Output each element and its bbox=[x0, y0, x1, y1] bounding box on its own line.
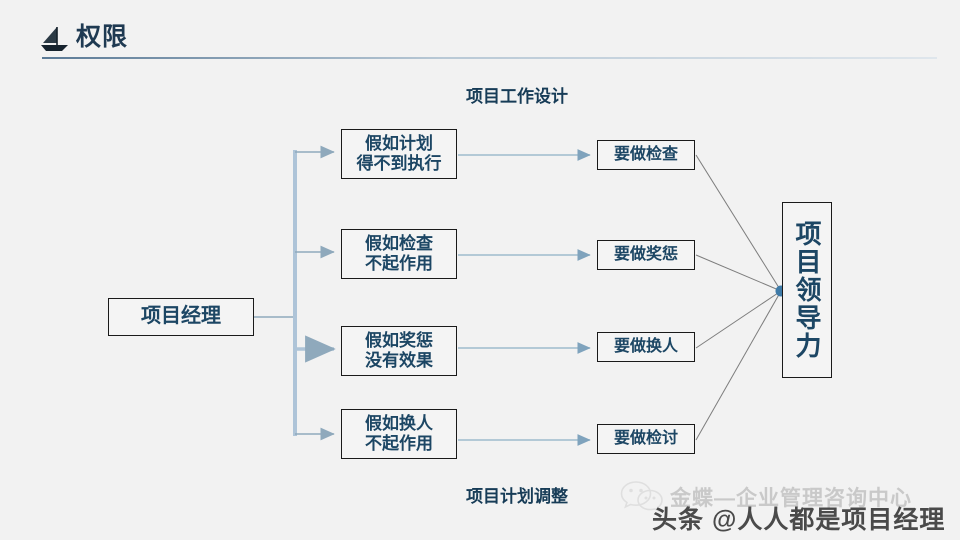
node-cause-1-line2: 得不到执行 bbox=[356, 154, 442, 173]
wechat-icon bbox=[620, 480, 664, 514]
node-action-1-label: 要做检查 bbox=[613, 145, 678, 163]
node-cause-3-line2: 没有效果 bbox=[365, 351, 433, 370]
node-action-1[interactable]: 要做检查 bbox=[597, 140, 695, 170]
diagram-caption-top: 项目工作设计 bbox=[466, 87, 568, 106]
slide-header: 权限 bbox=[0, 0, 960, 62]
node-project-manager[interactable]: 项目经理 bbox=[108, 298, 254, 336]
node-action-4-label: 要做检讨 bbox=[613, 429, 678, 447]
node-cause-1[interactable]: 假如计划 得不到执行 bbox=[341, 129, 457, 179]
watermark-upper-text: 金蝶—企业管理咨询中心 bbox=[670, 487, 912, 510]
node-cause-1-line1: 假如计划 bbox=[365, 133, 433, 153]
node-cause-4-line2: 不起作用 bbox=[365, 434, 433, 453]
sailboat-icon bbox=[40, 26, 70, 52]
node-project-leadership-label: 项目领导力 bbox=[792, 220, 822, 360]
node-action-4[interactable]: 要做检讨 bbox=[597, 424, 695, 454]
node-action-2-label: 要做奖惩 bbox=[613, 245, 678, 263]
watermark-lower-text: 头条 @人人都是项目经理 bbox=[652, 506, 946, 534]
page-title: 权限 bbox=[76, 23, 129, 51]
node-cause-3-line1: 假如奖惩 bbox=[365, 330, 433, 350]
node-cause-4-line1: 假如换人 bbox=[365, 413, 433, 433]
node-cause-3[interactable]: 假如奖惩 没有效果 bbox=[341, 326, 457, 376]
node-action-2[interactable]: 要做奖惩 bbox=[597, 240, 695, 270]
node-cause-2[interactable]: 假如检查 不起作用 bbox=[341, 229, 457, 279]
node-cause-2-line2: 不起作用 bbox=[365, 254, 433, 273]
watermark: 金蝶—企业管理咨询中心 头条 @人人都是项目经理 bbox=[612, 472, 960, 540]
header-divider bbox=[42, 57, 937, 59]
diagram-caption-bottom: 项目计划调整 bbox=[466, 487, 568, 506]
node-project-leadership[interactable]: 项目领导力 bbox=[782, 202, 832, 378]
node-action-3-label: 要做换人 bbox=[613, 337, 678, 355]
node-cause-4[interactable]: 假如换人 不起作用 bbox=[341, 409, 457, 459]
node-action-3[interactable]: 要做换人 bbox=[597, 332, 695, 362]
node-project-manager-label: 项目经理 bbox=[141, 305, 221, 328]
node-cause-2-line1: 假如检查 bbox=[365, 233, 433, 253]
